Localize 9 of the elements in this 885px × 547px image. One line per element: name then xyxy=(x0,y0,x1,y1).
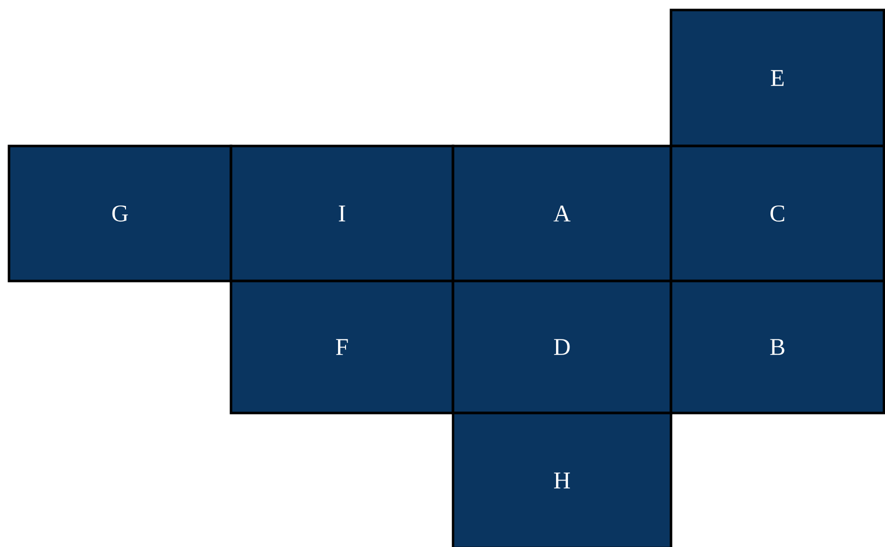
letter-tile: D xyxy=(452,280,672,414)
letter-tile: A xyxy=(452,144,672,282)
letter-tile: E xyxy=(670,8,885,148)
letter-tile: H xyxy=(452,412,672,547)
letter-tile: I xyxy=(230,144,454,282)
letter-tile: G xyxy=(8,144,232,282)
letter-tile: B xyxy=(670,280,885,414)
letter-tile: C xyxy=(670,144,885,282)
letter-tile: F xyxy=(230,280,454,414)
